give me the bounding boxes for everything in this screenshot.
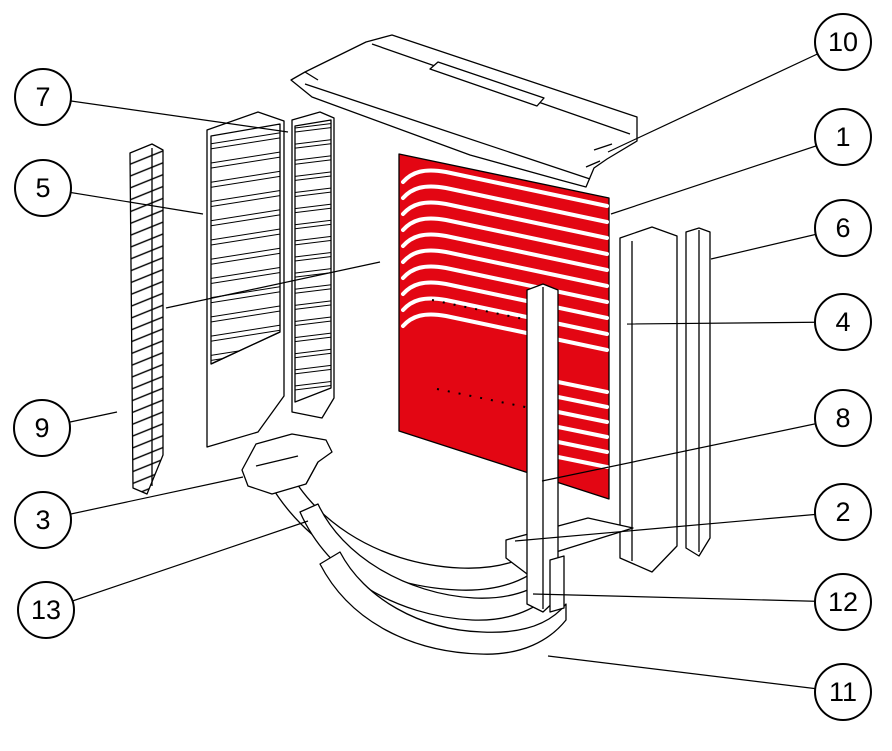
leader-line-10 <box>607 41 844 153</box>
part-4-right-inner-panel <box>619 226 678 573</box>
callout-balloon-12: 12 <box>814 573 872 631</box>
leader-line-1 <box>610 136 844 215</box>
leader-line-13 <box>45 520 309 611</box>
reference-line <box>165 261 381 309</box>
leader-line-8 <box>541 417 844 482</box>
callout-label: 11 <box>828 676 858 707</box>
callout-balloon-9: 9 <box>13 399 71 457</box>
callout-balloon-2: 2 <box>814 483 872 541</box>
callout-balloon-7: 7 <box>14 68 72 126</box>
back-panel-ribs <box>401 168 609 469</box>
part-2-bottom-bracket <box>505 517 634 581</box>
leader-line-12 <box>532 593 844 603</box>
callout-label: 10 <box>827 26 859 57</box>
leader-line-11 <box>547 655 844 693</box>
callout-label: 3 <box>35 504 51 535</box>
callout-label: 6 <box>835 212 851 243</box>
callout-balloon-8: 8 <box>814 389 872 447</box>
callout-balloon-10: 10 <box>814 13 872 71</box>
callout-label: 4 <box>835 306 851 337</box>
callout-label: 2 <box>835 496 851 527</box>
part-6-right-outer-panel <box>685 227 711 557</box>
callout-label: 8 <box>835 402 851 433</box>
callout-label: 5 <box>35 172 51 203</box>
callout-balloon-1: 1 <box>814 108 872 166</box>
leader-line-7 <box>42 96 289 133</box>
callout-balloon-3: 3 <box>14 491 72 549</box>
callout-balloon-5: 5 <box>14 159 72 217</box>
part-11-lower-curved-rail <box>319 551 567 655</box>
part-9-left-serrated-strip <box>129 143 164 495</box>
part-7-narrow-ribbed-panel <box>291 111 335 419</box>
part-10-top-baffle-plate <box>290 34 638 188</box>
leader-line-3 <box>42 476 244 521</box>
callout-label: 1 <box>835 121 851 152</box>
callout-balloon-11: 11 <box>814 663 872 721</box>
callout-balloon-4: 4 <box>814 293 872 351</box>
leader-line-4 <box>626 321 844 325</box>
part-1-back-panel-highlighted <box>398 153 610 500</box>
back-panel-hole-rows <box>431 299 544 409</box>
callout-label: 9 <box>34 412 50 443</box>
leader-lines <box>41 41 844 693</box>
callout-label: 7 <box>35 81 51 112</box>
leader-line-2 <box>514 511 844 542</box>
part-8-front-post <box>526 283 565 613</box>
part-3-front-left-bracket <box>241 433 333 495</box>
callout-label: 12 <box>827 586 859 617</box>
part-5-large-ribbed-panel <box>206 111 285 448</box>
callout-label: 13 <box>30 594 62 625</box>
callout-balloon-13: 13 <box>17 581 75 639</box>
callout-balloon-6: 6 <box>814 199 872 257</box>
